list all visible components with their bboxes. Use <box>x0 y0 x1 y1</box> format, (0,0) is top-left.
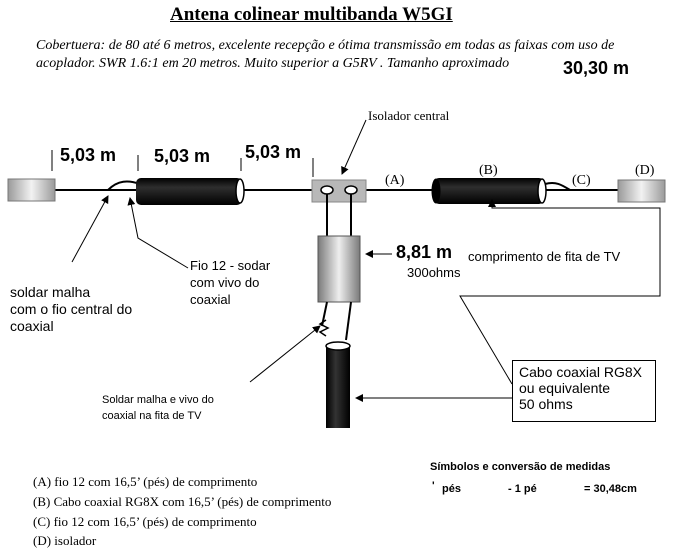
label-point-b: (B) <box>479 163 498 178</box>
symbols-title: Símbolos e conversão de medidas <box>430 461 611 473</box>
page-title: Antena colinear multibanda W5GI <box>170 4 453 25</box>
feed-coax-top <box>325 341 351 351</box>
tv-ladder-line <box>317 235 361 303</box>
total-size: 30,30 m <box>563 58 630 78</box>
coverage-line-1: Cobertuera: de 80 até 6 metros, excelent… <box>36 38 615 53</box>
coverage-line-2: acoplador. SWR 1.6:1 em 20 metros. Muito… <box>36 56 510 71</box>
label-point-c: (C) <box>572 173 591 188</box>
solder-shield-line-2: com o fio central do <box>10 301 133 317</box>
solder-ladder-line-2: coaxial na fita de TV <box>102 410 202 422</box>
solder-shield-line-1: soldar malha <box>10 284 91 300</box>
dim-seg-1: 5,03 m <box>60 145 117 165</box>
right-coax-section <box>434 178 544 204</box>
left-pigtail <box>107 180 141 191</box>
symbol-unit: pés <box>442 483 461 495</box>
coax-box-line-1: Cabo coaxial RG8X <box>519 364 642 380</box>
label-point-d: (D) <box>635 163 655 178</box>
right-coax-end-left <box>431 178 441 204</box>
left-coax-section <box>136 178 242 205</box>
right-coax-end-right <box>537 178 547 204</box>
solder-ladder-line-1: Soldar malha e vivo do <box>102 394 214 406</box>
legend-item-d: (D) isolador <box>33 533 97 548</box>
right-pigtail <box>544 181 571 191</box>
dim-seg-2: 5,03 m <box>154 146 211 166</box>
legend-item-b: (B) Cabo coaxial RG8X com 16,5’ (pés) de… <box>33 494 332 509</box>
wire12-line-1: Fio 12 - sodar <box>190 258 271 273</box>
ladder-impedance: 300ohms <box>407 265 461 280</box>
arrow-solder-shield <box>71 195 109 263</box>
legend-item-c: (C) fio 12 com 16,5’ (pés) de compriment… <box>33 514 257 529</box>
legend-item-a: (A) fio 12 com 16,5’ (pés) de compriment… <box>33 474 258 489</box>
feed-coax <box>326 344 350 428</box>
dim-seg-3: 5,03 m <box>245 142 302 162</box>
arrow-insulator <box>341 119 367 175</box>
wire12-line-3: coaxial <box>190 292 231 307</box>
ladder-bottom-right <box>345 301 352 341</box>
solder-twist <box>318 319 330 337</box>
right-end-insulator <box>617 179 666 203</box>
central-insulator <box>311 179 367 203</box>
solder-shield-line-3: coaxial <box>10 318 54 334</box>
central-terminal-left <box>320 185 334 195</box>
arrow-solder-ladder <box>249 325 321 383</box>
label-central-insulator: Isolador central <box>368 108 450 123</box>
left-end-insulator <box>7 178 56 202</box>
symbol-mark: ' <box>432 480 435 492</box>
ladder-length: 8,81 m <box>396 242 453 262</box>
symbol-equals: = 30,48cm <box>584 483 637 495</box>
central-terminal-right <box>344 185 358 195</box>
ladder-description: comprimento de fita de TV <box>468 249 621 264</box>
coax-callout-box: Cabo coaxial RG8X ou equivalente 50 ohms <box>512 360 656 422</box>
symbol-dash: - 1 pé <box>508 483 537 495</box>
arrow-wire12 <box>127 197 189 269</box>
arrow-coax-b <box>459 199 661 385</box>
label-point-a: (A) <box>385 173 405 188</box>
wire12-line-2: com vivo do <box>190 275 260 290</box>
coax-box-line-3: 50 ohms <box>519 396 573 412</box>
coax-box-line-2: ou equivalente <box>519 380 611 396</box>
left-coax-end <box>235 178 245 204</box>
